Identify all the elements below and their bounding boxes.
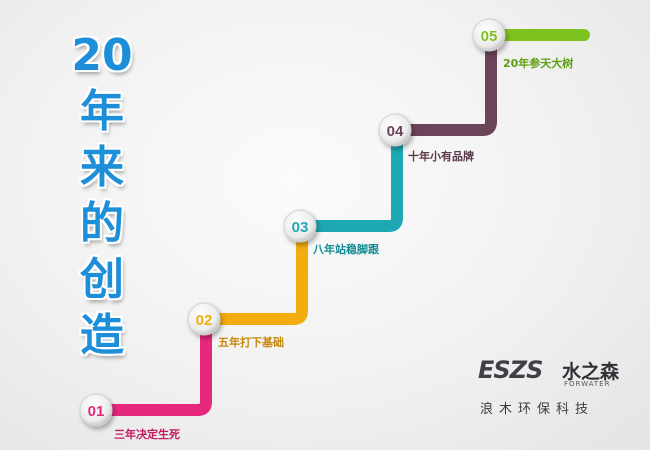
step-path-4 [391, 29, 497, 136]
step-label-2: 五年打下基础 [218, 336, 284, 349]
logo-mark: ESZS [478, 356, 543, 384]
title-char: 20 [71, 30, 133, 81]
step-node-3: 03 [283, 209, 317, 243]
step-node-4: 04 [378, 113, 412, 147]
step-label-1: 三年决定生死 [114, 428, 180, 441]
step-number: 05 [481, 28, 498, 45]
step-number: 03 [292, 219, 309, 236]
step-number: 02 [196, 312, 213, 329]
title-char: 创 [80, 254, 124, 305]
logo-name-en: FORWATER [564, 380, 611, 388]
step-node-1: 01 [79, 393, 113, 427]
step-number: 04 [387, 123, 404, 140]
step-label-4: 十年小有品牌 [408, 150, 474, 163]
title-char: 的 [80, 198, 124, 249]
step-node-5: 05 [472, 18, 506, 52]
step-path-2 [200, 220, 308, 325]
step-node-2: 02 [187, 302, 221, 336]
title-char: 造 [80, 310, 124, 361]
logo-subtitle: 浪木环保科技 [480, 402, 595, 417]
logo-name-cn: 水之森 [562, 361, 620, 383]
title-char: 年 [80, 86, 124, 137]
step-number: 01 [88, 403, 105, 420]
step-path-1 [94, 313, 212, 416]
vertical-title: 20 年 来 的 创 造 [62, 28, 142, 364]
title-char: 来 [80, 142, 124, 193]
step-label-3: 八年站稳脚跟 [313, 243, 379, 256]
step-path-3 [296, 124, 403, 232]
company-logo: ESZS 水之森 FORWATER 浪木环保科技 [478, 356, 638, 417]
step-label-5: 20年参天大树 [503, 57, 574, 70]
